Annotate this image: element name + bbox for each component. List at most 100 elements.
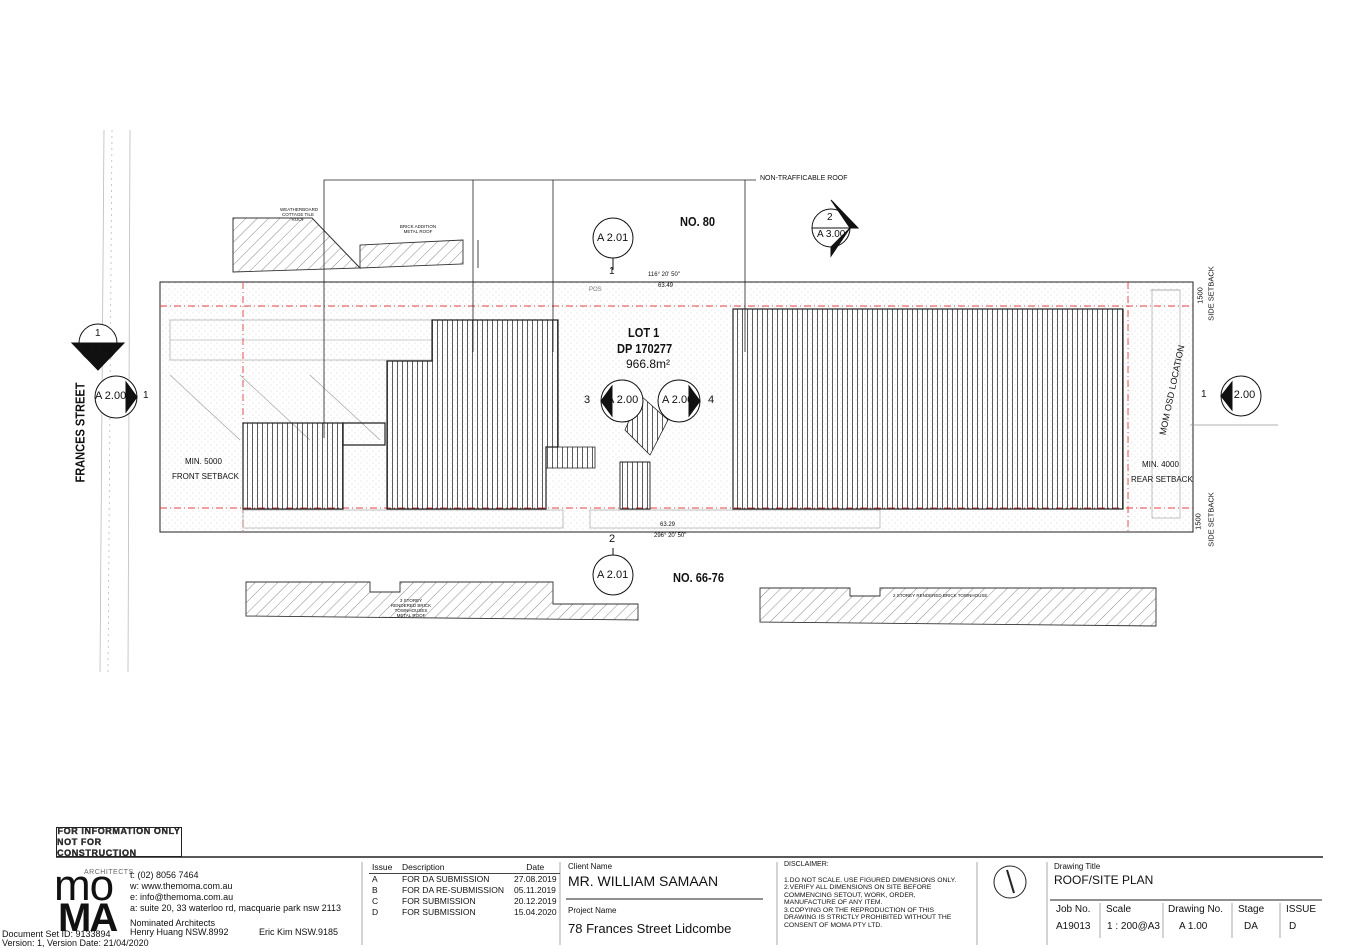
storey-brick-label: 3 STOREY RENDERED BRICK TOWNHOUSES METAL… <box>390 598 432 618</box>
stamp-line-2: NOT FOR CONSTRUCTION <box>57 836 137 858</box>
neighbour-buildings <box>232 217 1157 627</box>
description-cell: FOR DA RE-SUBMISSION <box>402 885 505 895</box>
drawing-title-label: Drawing Title <box>1054 862 1101 871</box>
disclaimer-line: 2.VERIFY ALL DIMENSIONS ON SITE BEFORE <box>784 884 932 891</box>
date-cell: 27.08.2019 <box>514 874 557 884</box>
storey-townhouse-label: 2 STOREY RENDERED BRICK TOWNHOUSE <box>893 593 988 598</box>
date-cell: 20.12.2019 <box>514 896 557 906</box>
issue-cell: A <box>372 874 378 884</box>
dim-1500-bottom: 1500 <box>1193 513 1203 530</box>
issue-table: Issue Description Date A FOR DA SUBMISSI… <box>369 862 560 918</box>
weatherboard-label: WEATHERBOARD COTTAGE TILE ROOF <box>280 207 319 222</box>
scale-label: Scale <box>1106 904 1132 915</box>
document-set-id: Document Set ID: 9133894 <box>2 929 111 939</box>
bearing-bottom: 296° 20' 50" <box>654 533 687 539</box>
front-setback-label: FRONT SETBACK <box>172 472 239 481</box>
table-row: C FOR SUBMISSION 20.12.2019 <box>369 896 560 907</box>
distance-top: 63.49 <box>658 283 674 289</box>
disclaimer-line: CONSENT OF MOMA PTY LTD. <box>784 922 883 929</box>
rear-setback-label: REAR SETBACK <box>1131 475 1193 484</box>
marker-a200-left-ref: A 2.00 <box>95 390 127 402</box>
stamp-line-1: FOR INFORMATION ONLY <box>57 825 181 836</box>
marker-a200-mid2-ref: A 2.00 <box>662 394 694 406</box>
table-row: B FOR DA RE-SUBMISSION 05.11.2019 <box>369 885 560 896</box>
logo-bottom: MA <box>58 896 118 940</box>
logo-top: mo <box>54 861 114 910</box>
disclaimer-line: DRAWING IS STRICTLY PROHIBITED WITHOUT T… <box>784 914 952 921</box>
bearing-top: 116° 20' 50" <box>648 272 680 278</box>
drawing-no-label: Drawing No. <box>1168 904 1224 915</box>
street-label: FRANCES STREET <box>72 382 88 483</box>
contact-address: a: suite 20, 33 waterloo rd, macquarie p… <box>130 903 341 913</box>
no80-label: NO. 80 <box>680 214 716 229</box>
disclaimer-line: MANUFACTURE OF ANY ITEM. <box>784 899 883 906</box>
issue-header: Issue <box>369 862 399 874</box>
dim-1500-top: 1500 <box>1195 287 1205 304</box>
marker-a201-top-ref: A 2.01 <box>597 232 629 244</box>
marker-a300-right-ref: A 3.00 <box>817 229 846 240</box>
side-setback-bottom-label: SIDE SETBACK <box>1206 492 1216 547</box>
client-name: MR. WILLIAM SAMAAN <box>568 873 719 889</box>
marker-a201-bottom-num: 2 <box>609 533 616 545</box>
pos-label: POS <box>589 287 602 293</box>
marker-a200-mid2-num: 4 <box>708 394 715 406</box>
stage-label: Stage <box>1238 904 1265 915</box>
marker-a201-bottom-ref: A 2.01 <box>597 569 629 581</box>
contact-email: e: info@themoma.com.au <box>130 892 234 902</box>
section-markers <box>70 199 1262 596</box>
no6676-label: NO. 66-76 <box>673 570 724 585</box>
min5000-label: MIN. 5000 <box>185 457 222 466</box>
issue-value: D <box>1289 921 1297 932</box>
description-cell: FOR DA SUBMISSION <box>402 874 490 884</box>
stage-value: DA <box>1244 921 1258 932</box>
non-trafficable-roof-label: NON-TRAFFICABLE ROOF <box>760 175 848 182</box>
leader-lines <box>323 179 1278 438</box>
distance-bottom: 63.29 <box>660 522 676 528</box>
roof-buildings <box>242 308 1124 510</box>
date-header: Date <box>511 862 560 874</box>
version-info: Version: 1, Version Date: 21/04/2020 <box>2 938 149 948</box>
date-cell: 05.11.2019 <box>514 885 556 895</box>
date-cell: 15.04.2020 <box>514 907 557 917</box>
scale-value: 1 : 200@A3 <box>1107 921 1160 932</box>
architects-label: ARCHITECTS <box>84 869 134 876</box>
marker-a200-mid1-ref: A 2.00 <box>607 394 639 406</box>
dp-label: DP 170277 <box>617 341 673 356</box>
job-label: Job No. <box>1056 904 1091 915</box>
marker-a200-right-ref: A 2.00 <box>1224 389 1256 401</box>
architect-2: Eric Kim NSW.9185 <box>259 927 339 937</box>
disclaimer-title: DISCLAIMER: <box>784 861 829 868</box>
issue-cell: D <box>372 907 379 917</box>
marker-a300-left-num: 1 <box>95 328 101 339</box>
table-row: A FOR DA SUBMISSION 27.08.2019 <box>369 874 560 886</box>
contact-tel: t: (02) 8056 7464 <box>130 870 199 880</box>
project-label: Project Name <box>568 906 617 915</box>
disclaimer-line: 1.DO NOT SCALE. USE FIGURED DIMENSIONS O… <box>784 877 957 884</box>
contact-web: w: www.themoma.com.au <box>130 881 233 891</box>
description-cell: FOR SUBMISSION <box>402 907 476 917</box>
area-label: 966.8m² <box>626 357 671 371</box>
marker-a200-left-num: 1 <box>143 390 149 401</box>
issue-cell: C <box>372 896 379 906</box>
issue-label: ISSUE <box>1286 904 1317 915</box>
marker-a200-right-num: 1 <box>1201 389 1207 400</box>
information-only-stamp: FOR INFORMATION ONLY NOT FOR CONSTRUCTIO… <box>56 825 182 858</box>
lot-label: LOT 1 <box>628 325 660 340</box>
title-block-lines <box>56 856 1323 945</box>
drawing-number: A 1.00 <box>1179 921 1208 932</box>
marker-a201-top-num: 1 <box>609 266 615 277</box>
project-name: 78 Frances Street Lidcombe <box>568 921 732 936</box>
marker-a300-left-ref: A 3.00 <box>84 344 113 355</box>
disclaimer-line: COMMENCING SETOUT, WORK, ORDER, <box>784 892 916 899</box>
description-header: Description <box>399 862 511 874</box>
description-cell: FOR SUBMISSION <box>402 896 476 906</box>
issue-table-header: Issue Description Date <box>369 862 560 874</box>
min4000-label: MIN. 4000 <box>1142 460 1179 469</box>
drawing-title: ROOF/SITE PLAN <box>1054 873 1154 887</box>
marker-a300-right-num: 2 <box>827 212 833 223</box>
brick-addition-label: BRICK ADDITION METAL ROOF <box>399 224 437 234</box>
architect-1: Henry Huang NSW.8992 <box>130 927 229 937</box>
side-setback-top-label: SIDE SETBACK <box>1206 266 1216 321</box>
marker-a200-mid1-num: 3 <box>584 394 591 406</box>
